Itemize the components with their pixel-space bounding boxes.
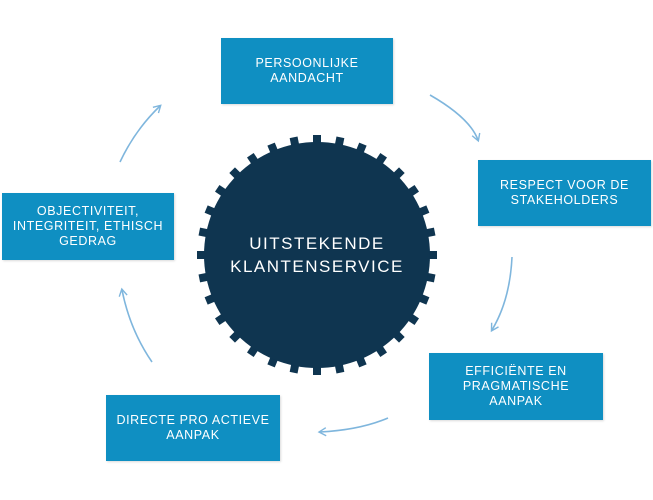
box-directe-pro-actieve-aanpak: DIRECTE PRO ACTIEVE AANPAK (106, 395, 280, 461)
box-top-line2: AANDACHT (270, 71, 344, 85)
box-respect-voor-de-stakeholders: RESPECT VOOR DE STAKEHOLDERS (478, 160, 651, 226)
box-persoonlijke-aandacht: PERSOONLIJKE AANDACHT (221, 38, 393, 104)
box-right-line1: RESPECT VOOR DE (500, 178, 629, 192)
box-bottom-right-line3: AANPAK (489, 394, 543, 408)
box-bottom-right-line1: EFFICIËNTE EN (465, 364, 567, 378)
box-left-line1: OBJECTIVITEIT, (36, 204, 140, 218)
box-top-line1: PERSOONLIJKE (255, 56, 359, 70)
box-efficiente-pragmatische-aanpak: EFFICIËNTE EN PRAGMATISCHE AANPAK (429, 353, 603, 420)
box-bottom-left-line2: AANPAK (166, 428, 220, 442)
arrow-top-to-right (429, 94, 481, 143)
gear-tooth (313, 135, 321, 147)
box-right-line2: STAKEHOLDERS (510, 193, 619, 207)
arrow-left-to-top (119, 104, 162, 163)
box-left-line2: INTEGRITEIT, ETHISCH (12, 219, 164, 233)
arrow-bottom-left-to-left (118, 287, 153, 363)
center-label: UITSTEKENDE KLANTENSERVICE (211, 205, 423, 305)
center-label-line1: UITSTEKENDE (249, 234, 385, 253)
center-label-line2: KLANTENSERVICE (230, 257, 404, 276)
gear-body (204, 142, 430, 368)
arrow-right-to-bottom-right (490, 256, 513, 333)
box-bottom-right-line2: PRAGMATISCHE (462, 379, 570, 393)
arrow-bottom-right-to-bottom-left (317, 417, 389, 437)
box-objectiviteit-integriteit-ethisch-gedrag: OBJECTIVITEIT, INTEGRITEIT, ETHISCH GEDR… (2, 193, 174, 260)
gear-tooth (313, 363, 321, 375)
box-left-line3: GEDRAG (59, 234, 117, 248)
box-bottom-left-line1: DIRECTE PRO ACTIEVE (116, 413, 270, 427)
